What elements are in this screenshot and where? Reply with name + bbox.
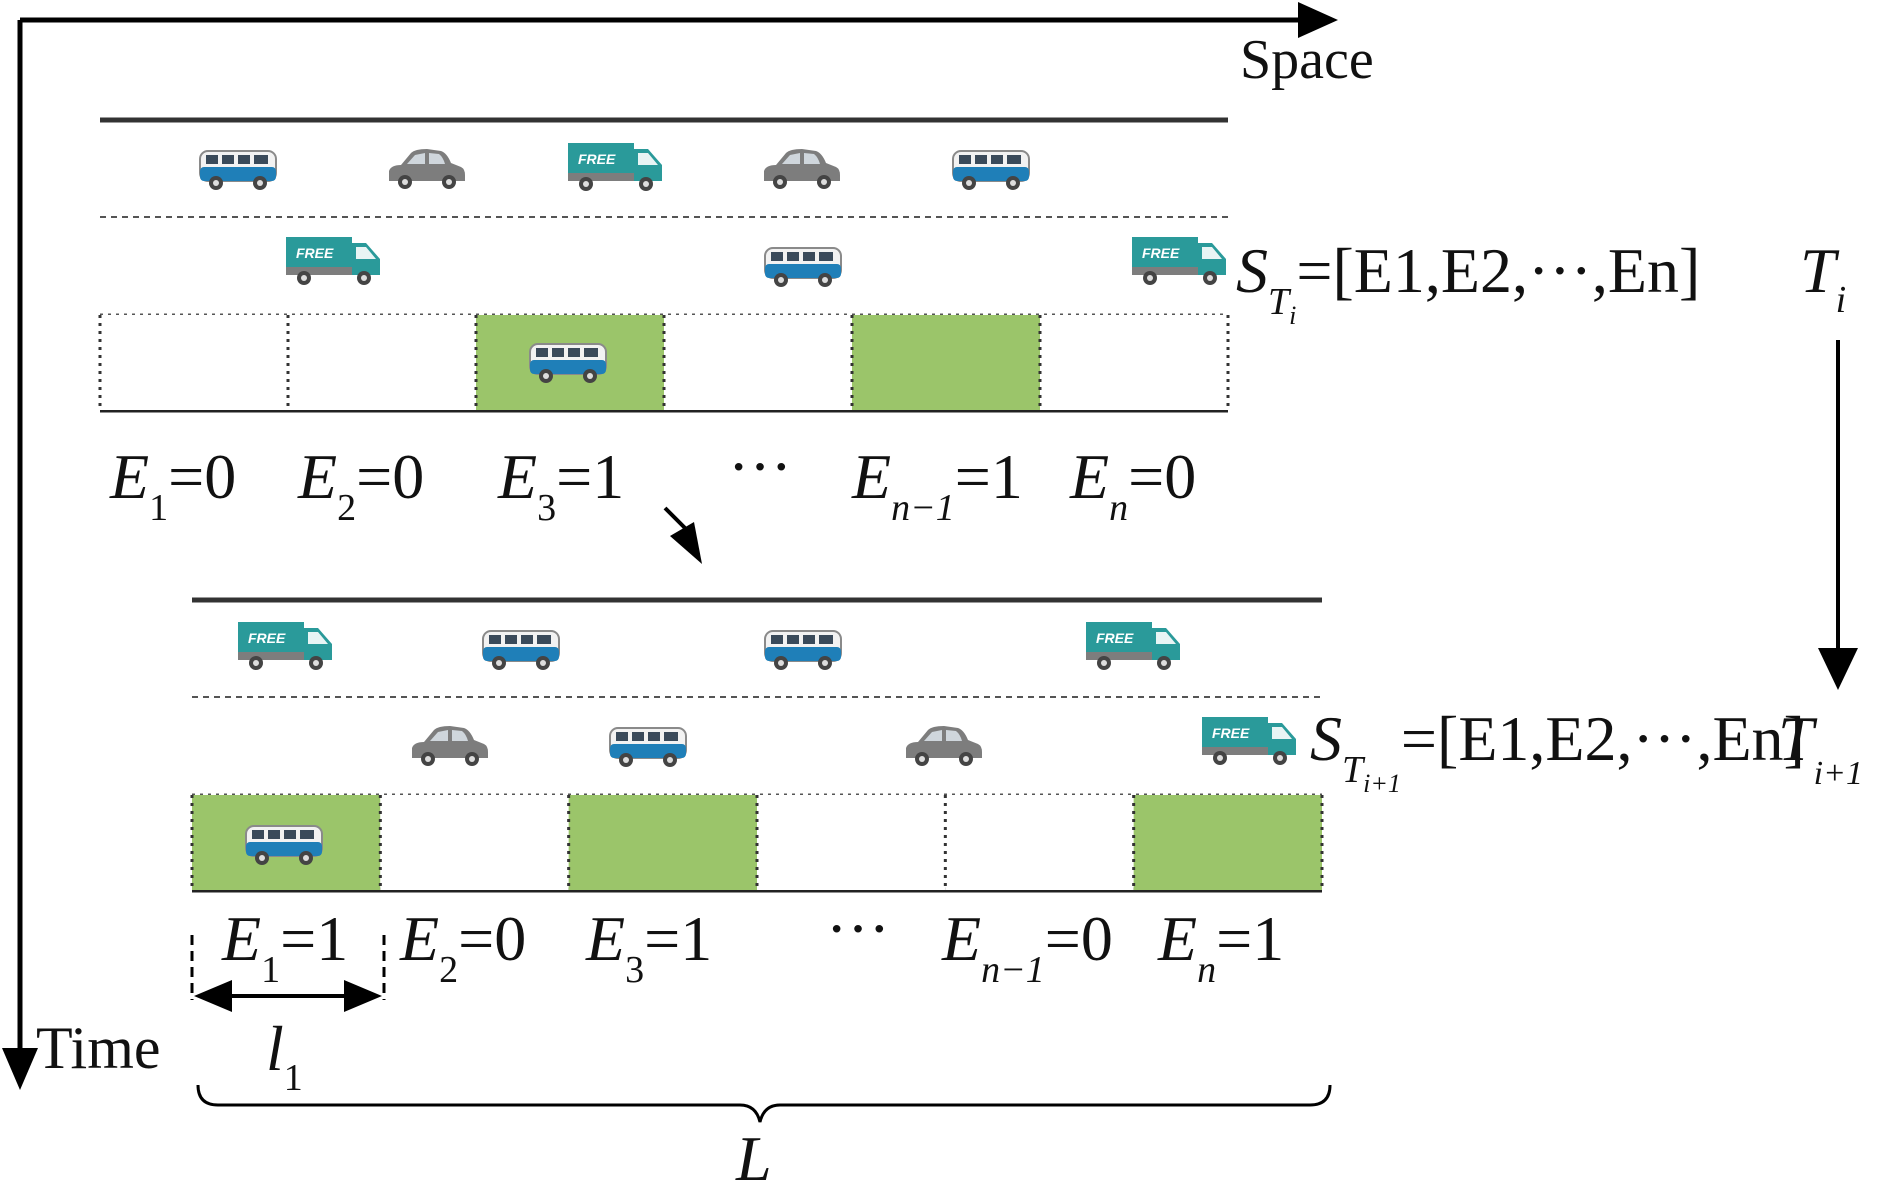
total-length-brace: [196, 1084, 1332, 1123]
car-icon: [906, 726, 982, 766]
truck-icon: FREE: [1086, 622, 1180, 670]
car-icon: [389, 149, 465, 189]
occupied-cell: [568, 795, 757, 890]
cell-label: E3=1: [585, 903, 712, 991]
cell-labels-upper: E1=0 E2=0 E3=1 ··· En−1=1 En=0: [109, 431, 1196, 529]
total-length-label: L: [735, 1123, 772, 1188]
time-axis: [2, 20, 38, 1090]
truck-label: FREE: [1212, 725, 1250, 741]
car-icon: [764, 149, 840, 189]
empty-cell: [945, 795, 1134, 890]
truck-label: FREE: [296, 245, 334, 261]
empty-cell: [288, 315, 476, 410]
cell-label: En=1: [1157, 903, 1284, 991]
cell-label: E1=1: [221, 903, 348, 991]
truck-icon: FREE: [1202, 717, 1296, 765]
bus-icon: [952, 150, 1030, 191]
cell-row-upper: [98, 315, 1230, 410]
vehicles-upper: FREE FREE FREE: [199, 143, 1226, 384]
truck-label: FREE: [578, 151, 616, 167]
truck-icon: FREE: [286, 237, 380, 285]
empty-cell: [1040, 315, 1228, 410]
cell-label: En=0: [1069, 441, 1196, 529]
empty-cell: [757, 795, 946, 890]
time-step-upper: Ti: [1800, 235, 1846, 321]
cell-label: En−1=0: [941, 903, 1113, 991]
truck-icon: FREE: [238, 622, 332, 670]
cell-label: E2=0: [297, 441, 424, 529]
bus-icon: [482, 630, 560, 671]
truck-icon: FREE: [568, 143, 662, 191]
truck-label: FREE: [1096, 630, 1134, 646]
truck-icon: FREE: [1132, 237, 1226, 285]
time-step-lower: Ti+1: [1778, 703, 1863, 792]
bus-icon: [764, 247, 842, 288]
cell-label: En−1=1: [851, 441, 1023, 529]
cell-length-dimension: [190, 935, 386, 1012]
vehicles-lower: FREE FREE FREE: [238, 622, 1296, 866]
truck-label: FREE: [1142, 245, 1180, 261]
state-vector-upper: STi=[E1,E2,···,En]: [1236, 235, 1700, 330]
cell-labels-lower: E1=1 E2=0 E3=1 ··· En−1=0 En=1: [221, 893, 1284, 991]
bus-icon: [199, 150, 277, 191]
occupied-cell: [1133, 795, 1322, 890]
empty-cell: [380, 795, 569, 890]
time-step-arrow: [1818, 340, 1858, 690]
cell-label: E1=0: [109, 441, 236, 529]
road-lower: [190, 597, 1324, 893]
occupied-cell: [852, 315, 1040, 410]
cell-label: E3=1: [497, 441, 624, 529]
cell-row-lower: [190, 795, 1324, 890]
bus-icon: [764, 630, 842, 671]
cell-length-label: l1: [266, 1013, 303, 1099]
empty-cell: [100, 315, 288, 410]
transition-arrow: [663, 506, 702, 564]
car-icon: [412, 726, 488, 766]
cell-label: E2=0: [399, 903, 526, 991]
space-label: Space: [1240, 29, 1374, 91]
state-vector-lower: STi+1=[E1,E2,···,En]: [1310, 703, 1805, 798]
time-label: Time: [36, 1015, 161, 1081]
bus-icon: [609, 727, 687, 768]
ellipsis: ···: [826, 893, 890, 964]
ellipsis: ···: [728, 431, 792, 502]
truck-label: FREE: [248, 630, 286, 646]
space-axis: [20, 2, 1338, 38]
empty-cell: [664, 315, 852, 410]
